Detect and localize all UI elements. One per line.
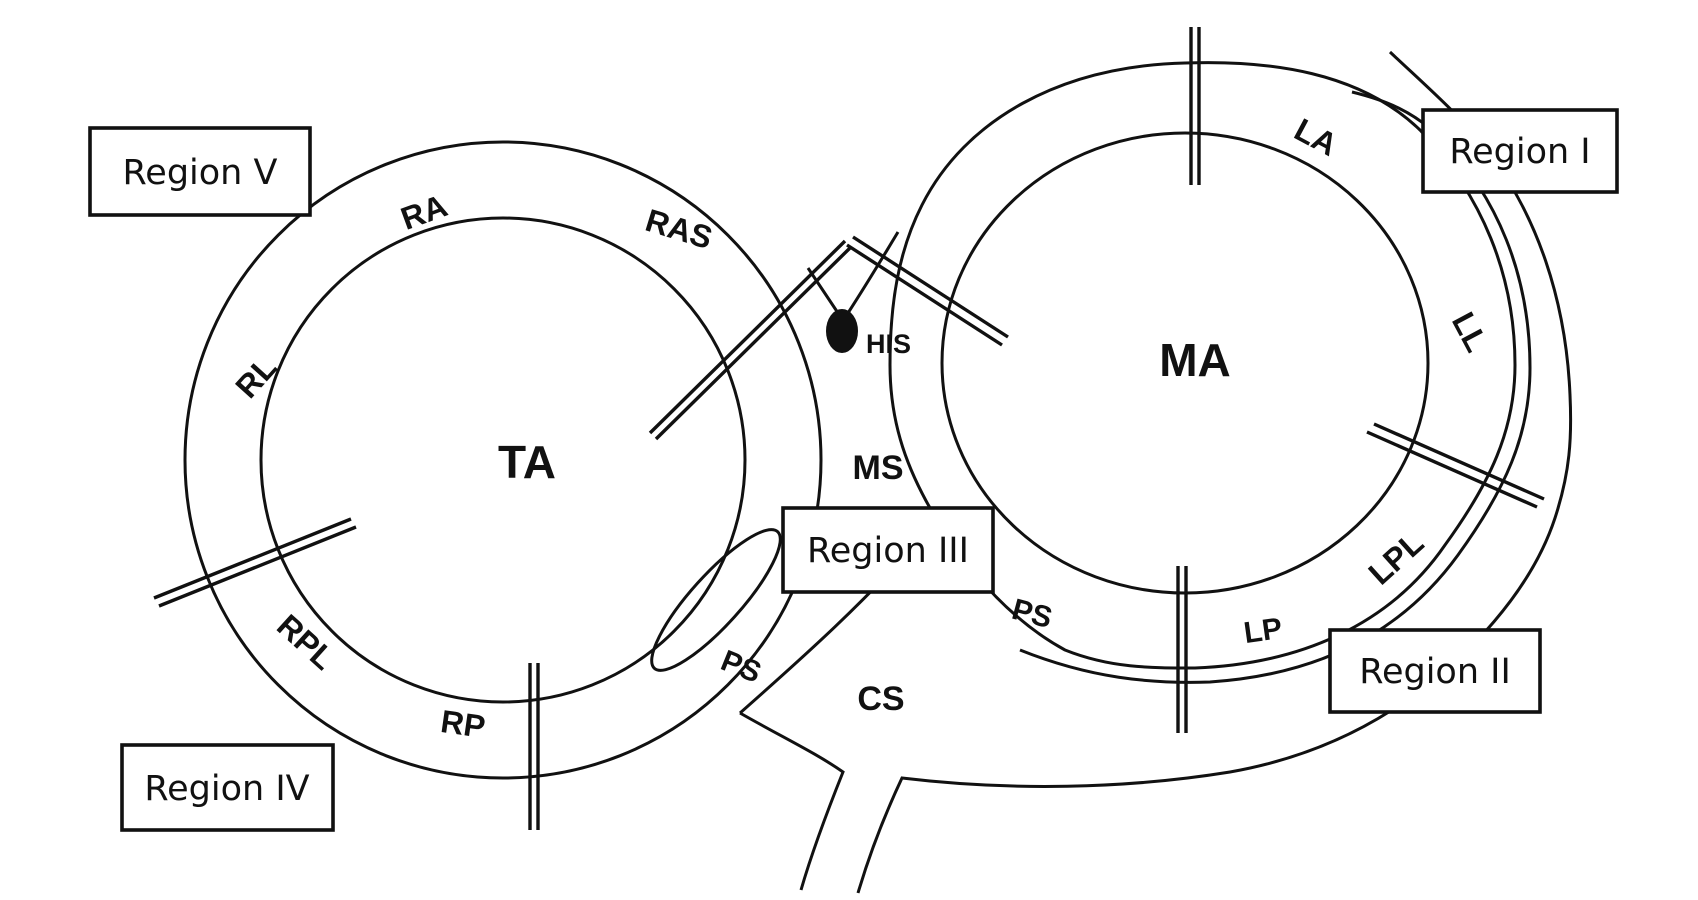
tick-ma-bottom xyxy=(1176,566,1188,733)
ma-segment-ps: PS xyxy=(1008,593,1055,635)
ms-label: MS xyxy=(853,449,904,487)
ta-segment-rpl: RPL xyxy=(270,607,342,677)
his-dot xyxy=(826,309,858,353)
his-fiber-right xyxy=(846,231,900,314)
tick-his-ma xyxy=(846,235,1009,347)
tick-ras-ms xyxy=(648,239,853,441)
cs-body-left-edge xyxy=(739,711,845,891)
ta-segment-ras: RAS xyxy=(641,202,716,256)
his-label: HIS xyxy=(866,329,911,359)
region-ii-label: Region II xyxy=(1359,652,1511,692)
ta-outer-ring xyxy=(183,140,823,780)
cs-label: CS xyxy=(857,680,904,718)
ta-segment-ra: RA xyxy=(396,187,452,237)
ma-segment-la: LA xyxy=(1289,111,1344,163)
ta-segment-rl: RL xyxy=(228,349,283,405)
ma-label: MA xyxy=(1159,334,1231,386)
region-v-label: Region V xyxy=(123,153,278,193)
region-iii-label: Region III xyxy=(807,531,969,571)
ma-segment-ll: LL xyxy=(1445,306,1495,357)
region-box-i: Region I xyxy=(1421,108,1619,194)
tick-rl-rpl xyxy=(153,517,357,608)
ta-inner-ring xyxy=(259,216,747,704)
region-iv-label: Region IV xyxy=(144,769,309,809)
his-fiber-left xyxy=(806,267,840,314)
cs-ostium-ellipse xyxy=(650,528,782,672)
tick-ll-lpl xyxy=(1366,422,1545,509)
tick-ma-top xyxy=(1189,27,1201,185)
region-box-ii: Region II xyxy=(1328,628,1542,714)
ma-segment-lpl: LPL xyxy=(1361,524,1430,591)
region-box-iii: Region III xyxy=(781,506,995,594)
tick-rp-ps xyxy=(528,663,540,830)
ma-outer-ring xyxy=(888,61,1517,670)
region-box-iv: Region IV xyxy=(120,743,335,832)
region-box-v: Region V xyxy=(88,126,312,217)
ta-label: TA xyxy=(498,436,556,488)
ta-segment-rp: RP xyxy=(438,703,487,745)
region-i-label: Region I xyxy=(1449,132,1590,172)
ma-segment-lp: LP xyxy=(1242,612,1285,650)
